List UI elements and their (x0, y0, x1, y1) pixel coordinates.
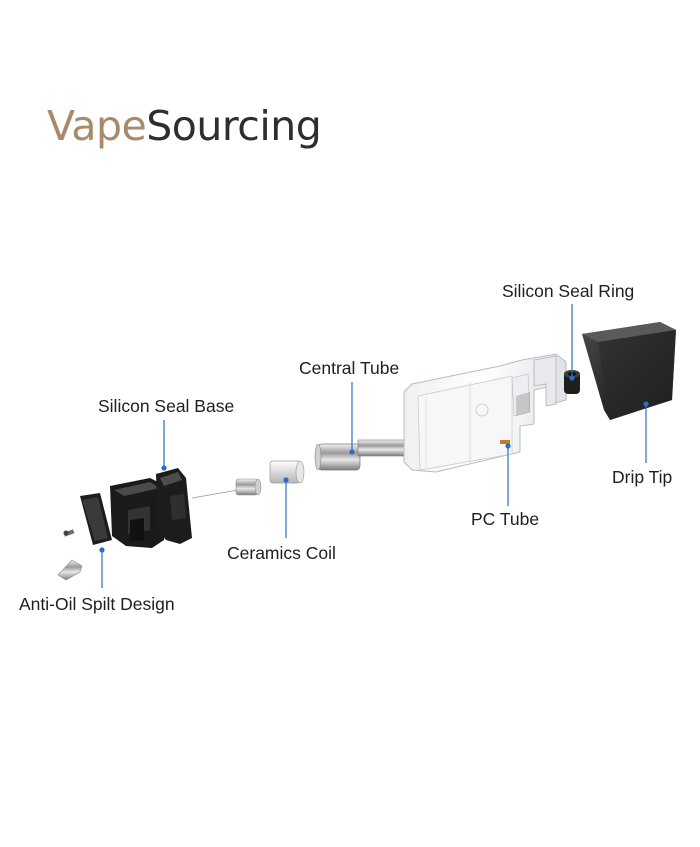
leader-dot-drip-tip (643, 401, 649, 407)
wire (191, 489, 239, 499)
seal-base-block (156, 468, 192, 544)
label-silicon-seal-base: Silicon Seal Base (98, 396, 235, 416)
label-pc-tube: PC Tube (471, 509, 540, 529)
label-central-tube: Central Tube (299, 358, 400, 378)
drip-tip-part (582, 322, 676, 420)
anti-oil-parts (57, 493, 112, 581)
pc-tube-part (403, 353, 567, 473)
brand-logo-sourcing: Sourcing (146, 102, 322, 150)
brand-logo: VapeSourcing (47, 106, 322, 147)
ceramic-coil-part (269, 460, 305, 484)
brand-logo-vape: Vape (47, 102, 147, 150)
label-drip-tip: Drip Tip (612, 467, 673, 487)
leader-dot-central-tube (349, 449, 355, 455)
label-silicon-seal-ring: Silicon Seal Ring (502, 281, 635, 301)
leader-dot-silicon-seal-ring (569, 375, 575, 381)
leader-lines (99, 304, 649, 588)
silicon-seal-base-part (110, 478, 166, 548)
leader-dot-pc-tube (505, 443, 511, 449)
leader-dot-anti-oil (99, 547, 105, 553)
leader-dot-ceramics-coil (283, 477, 289, 483)
label-anti-oil-spilt-design: Anti-Oil Spilt Design (19, 594, 175, 614)
label-ceramics-coil: Ceramics Coil (227, 543, 336, 563)
small-metal-cylinder (235, 478, 262, 496)
leader-dot-silicon-seal-base (161, 465, 167, 471)
